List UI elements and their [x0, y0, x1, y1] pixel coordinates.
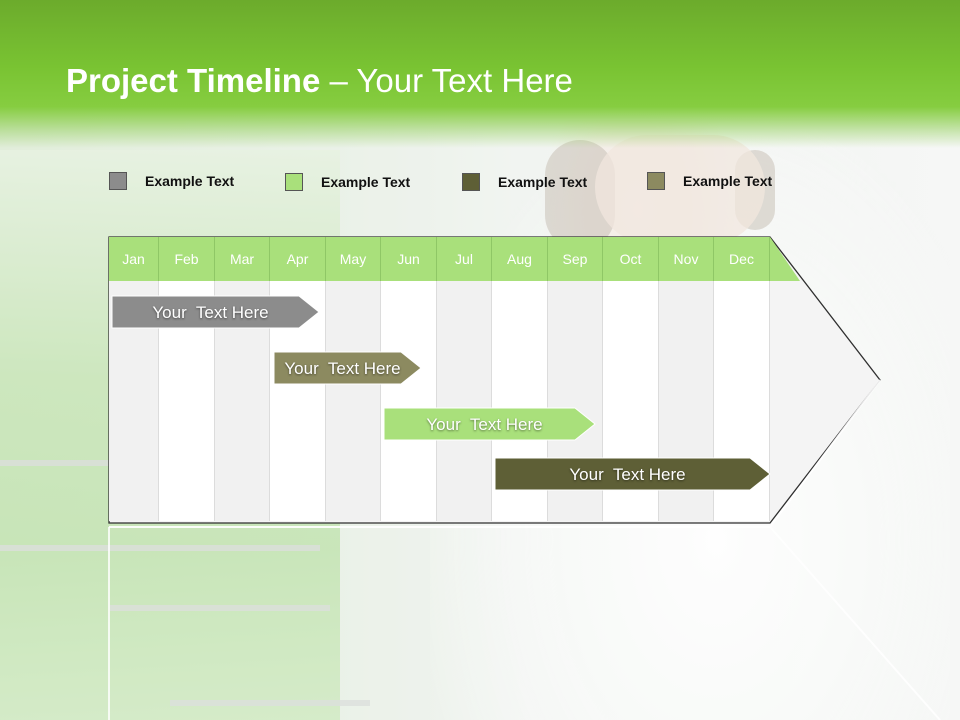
task-bar-shape	[383, 407, 596, 441]
month-label-jan: Jan	[109, 237, 159, 281]
month-column	[437, 281, 492, 521]
month-label-oct: Oct	[603, 237, 659, 281]
month-label-feb: Feb	[159, 237, 215, 281]
legend-label: Example Text	[683, 173, 773, 189]
background-face	[595, 135, 765, 245]
month-label-may: May	[326, 237, 381, 281]
task-bar-label: Your Text Here	[426, 415, 542, 434]
legend-item: Example Text	[109, 170, 234, 192]
legend-label: Example Text	[145, 173, 235, 189]
legend-item: Example Text	[462, 171, 587, 193]
page-title: Project Timeline – Your Text Here	[66, 62, 573, 100]
month-label-dec: Dec	[714, 237, 770, 281]
legend-label: Example Text	[498, 174, 588, 190]
task-bar: Your Text Here	[273, 351, 422, 385]
title-rest: – Your Text Here	[320, 62, 573, 99]
task-bar: Your Text Here	[383, 407, 596, 441]
task-bar: Your Text Here	[111, 295, 320, 329]
header-band: Project Timeline – Your Text Here	[0, 0, 960, 148]
month-column	[326, 281, 381, 521]
task-bar-shape	[111, 295, 320, 329]
month-label-jul: Jul	[437, 237, 492, 281]
task-bar-label: Your Text Here	[152, 303, 268, 322]
legend-swatch	[109, 172, 127, 190]
task-bar-label: Your Text Here	[284, 359, 400, 378]
legend-swatch	[285, 173, 303, 191]
background-handle	[0, 460, 110, 466]
task-bar-shape	[494, 457, 771, 491]
legend-item: Example Text	[285, 171, 410, 193]
legend-swatch	[647, 172, 665, 190]
task-bar-label: Your Text Here	[569, 465, 685, 484]
month-column	[381, 281, 437, 521]
background-handle	[110, 605, 330, 611]
month-label-apr: Apr	[270, 237, 326, 281]
background-handle	[0, 545, 320, 551]
title-bold: Project Timeline	[66, 62, 321, 99]
legend-item: Example Text	[647, 170, 772, 192]
task-bar: Your Text Here	[494, 457, 771, 491]
legend-label: Example Text	[321, 174, 411, 190]
timeline-shadow-edge	[769, 526, 941, 720]
month-label-nov: Nov	[659, 237, 714, 281]
month-label-mar: Mar	[215, 237, 270, 281]
timeline-arrow-head-band	[770, 237, 800, 281]
month-label-aug: Aug	[492, 237, 548, 281]
legend-swatch	[462, 173, 480, 191]
month-label-sep: Sep	[548, 237, 603, 281]
task-bar-shape	[273, 351, 422, 385]
background-handle	[170, 700, 370, 706]
month-label-jun: Jun	[381, 237, 437, 281]
